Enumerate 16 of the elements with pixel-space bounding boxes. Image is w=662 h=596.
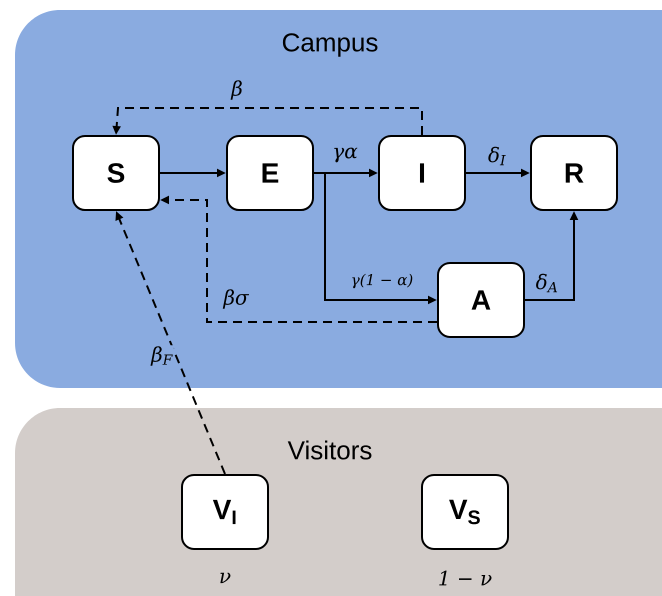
edge-label: β$_{F}$ [150, 345, 174, 367]
compartment-box: V$_{I}$ [181, 474, 269, 550]
edge-label: γα [331, 146, 359, 164]
compartment-box: R [530, 135, 618, 211]
compartment-box: S [72, 135, 160, 211]
compartment-box: V$_{S}$ [421, 474, 509, 550]
edge-label: β [230, 79, 244, 101]
edge-label: βσ [222, 288, 250, 310]
compartment-box: A [437, 262, 525, 338]
rate-label: ν [220, 572, 230, 584]
edge-label: δ$_{I}$ [486, 146, 508, 166]
compartment-box: I [378, 135, 466, 211]
compartment-box: E [226, 135, 314, 211]
rate-label: 1 − ν [439, 570, 492, 586]
edge-label: δ$_{A}$ [534, 272, 560, 294]
edge-label: γ(1 − α) [350, 272, 414, 290]
